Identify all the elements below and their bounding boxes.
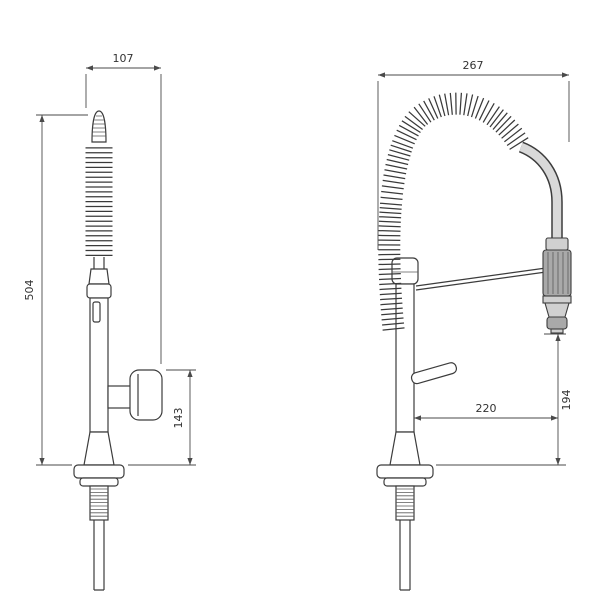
arrowhead <box>154 65 161 71</box>
deck-plate-side <box>79 477 119 487</box>
spray-head-grip-ribs <box>547 252 569 294</box>
arrowhead <box>562 72 569 78</box>
dim-label-spray-height: 194 <box>560 390 573 411</box>
hose-side <box>93 257 105 269</box>
arrowhead <box>39 115 45 122</box>
arrowhead <box>555 458 561 465</box>
deck-flange-front <box>376 464 434 479</box>
spray-head-tip <box>550 328 564 334</box>
arrowhead <box>414 415 421 421</box>
spray-head-taper <box>544 302 570 318</box>
base-cone-side <box>83 431 115 466</box>
generated-line <box>378 92 529 331</box>
dim-label-side-width: 107 <box>113 52 134 65</box>
arrowhead <box>39 458 45 465</box>
arrowhead <box>555 334 561 341</box>
dock-collar-front <box>391 257 419 285</box>
dim-spout-height: 143 <box>128 369 196 466</box>
spray-hose-fill <box>519 143 562 240</box>
support-arm <box>415 267 547 291</box>
dim-front-width: 267 <box>377 59 570 250</box>
spring-coil-side <box>85 147 113 257</box>
dim-spray-height: 194 <box>436 333 573 466</box>
arrowhead <box>187 458 193 465</box>
arrowhead <box>378 72 385 78</box>
handle-lever-front <box>410 362 458 385</box>
side-view <box>73 110 163 591</box>
shank-threads-front <box>396 488 414 517</box>
generated-line <box>85 147 113 257</box>
generated-line <box>396 488 414 517</box>
base-cone-front <box>389 431 421 466</box>
arrowhead <box>551 415 558 421</box>
body-clip-side <box>92 301 101 323</box>
arrowhead <box>86 65 93 71</box>
dock-connector-side <box>88 268 110 285</box>
spring-coil-front <box>378 92 529 331</box>
dim-label-overall-height: 504 <box>23 280 36 301</box>
handle-paddle-side <box>129 369 163 421</box>
dim-label-spray-reach: 220 <box>476 402 497 415</box>
generated-line <box>90 488 108 517</box>
dim-label-spout-height: 143 <box>172 408 185 429</box>
supply-hose-front <box>399 520 411 591</box>
dim-side-width: 107 <box>85 52 162 364</box>
spray-head-ribs <box>92 115 106 137</box>
dimensions: 107 504 143 267 <box>23 52 573 466</box>
spray-head-grip <box>542 249 572 297</box>
dim-label-front-width: 267 <box>463 59 484 72</box>
spray-head-nozzle <box>546 316 568 330</box>
faucet-body-front <box>395 283 415 433</box>
spray-head-side <box>91 110 107 143</box>
dock-collar-side <box>86 283 112 299</box>
front-view <box>376 92 572 591</box>
deck-flange-side <box>73 464 125 479</box>
spray-head-band <box>542 295 572 304</box>
supply-hose-side <box>93 520 105 591</box>
deck-plate-front <box>383 477 427 487</box>
dim-overall-height: 504 <box>23 114 88 466</box>
dim-spray-reach: 220 <box>414 402 558 421</box>
shank-threads-side <box>90 488 108 517</box>
spray-head-collar <box>545 237 569 251</box>
arrowhead <box>187 370 193 377</box>
